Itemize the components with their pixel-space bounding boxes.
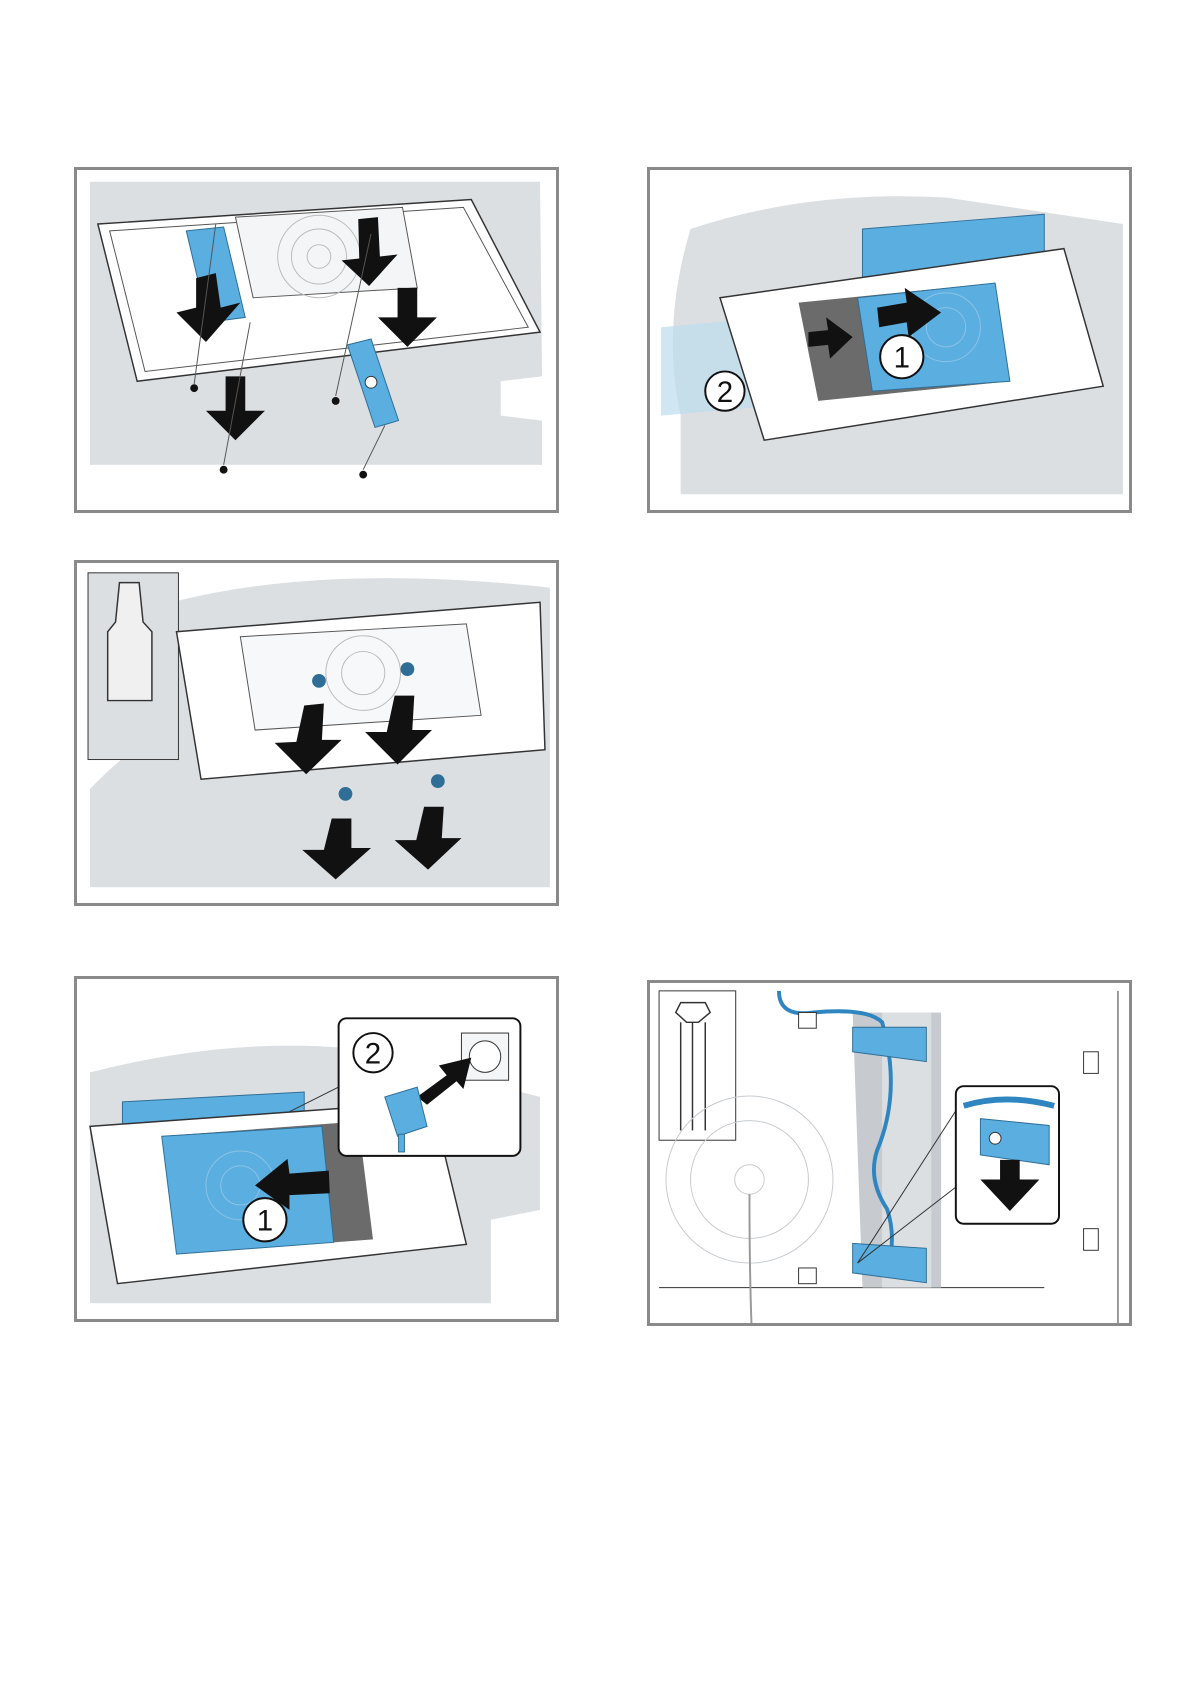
wall-socket-icon xyxy=(461,1033,508,1080)
panel-fasten-bracket xyxy=(647,980,1132,1326)
callout-label: 2 xyxy=(717,376,733,409)
callout-1: 1 xyxy=(880,335,923,378)
screw-icon xyxy=(989,1132,1001,1144)
illustration-fasten-bracket xyxy=(650,983,1129,1323)
illustration-connect-power: 1 2 xyxy=(77,979,556,1319)
panel-connect-power: 1 2 xyxy=(74,976,559,1322)
panel-remove-cover-plate xyxy=(74,167,559,513)
callout-2: 2 xyxy=(353,1033,392,1072)
illustration-insert-filter-box: 1 2 xyxy=(650,170,1129,510)
callout-1: 1 xyxy=(243,1198,286,1241)
illustration-remove-cover-plate xyxy=(77,170,556,510)
callout-label: 1 xyxy=(894,342,910,375)
illustration-remove-screws xyxy=(77,563,556,903)
callout-2: 2 xyxy=(705,371,744,410)
panel-remove-screws xyxy=(74,560,559,906)
callout-label: 2 xyxy=(365,1038,381,1071)
panel-insert-filter-box: 1 2 xyxy=(647,167,1132,513)
callout-label: 1 xyxy=(257,1205,273,1238)
